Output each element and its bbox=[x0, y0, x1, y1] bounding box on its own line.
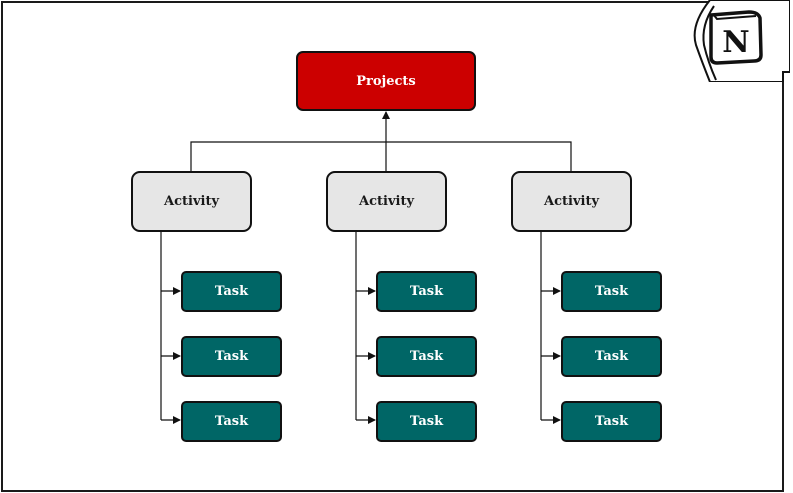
task-node-2-1: Task bbox=[376, 271, 477, 312]
activity-connector-1 bbox=[190, 141, 386, 171]
task-label: Task bbox=[214, 414, 249, 429]
task-label: Task bbox=[594, 414, 629, 429]
activity-node-1: Activity bbox=[131, 171, 252, 232]
task-node-3-1: Task bbox=[561, 271, 662, 312]
task-label: Task bbox=[594, 349, 629, 364]
activity-label-3: Activity bbox=[544, 194, 599, 209]
task-node-2-2: Task bbox=[376, 336, 477, 377]
activity-connector-3 bbox=[386, 141, 572, 171]
activity-label-2: Activity bbox=[359, 194, 414, 209]
task-node-1-3: Task bbox=[181, 401, 282, 442]
activity-label-1: Activity bbox=[164, 194, 219, 209]
task-node-3-2: Task bbox=[561, 336, 662, 377]
task-node-1-1: Task bbox=[181, 271, 282, 312]
task-node-1-2: Task bbox=[181, 336, 282, 377]
task-label: Task bbox=[214, 349, 249, 364]
projects-label: Projects bbox=[356, 73, 416, 89]
task-node-3-3: Task bbox=[561, 401, 662, 442]
activity-node-3: Activity bbox=[511, 171, 632, 232]
projects-node: Projects bbox=[296, 51, 476, 111]
task-label: Task bbox=[594, 284, 629, 299]
task-label: Task bbox=[409, 284, 444, 299]
task-label: Task bbox=[214, 284, 249, 299]
notion-logo-icon: N bbox=[693, 0, 790, 82]
task-label: Task bbox=[409, 349, 444, 364]
task-node-2-3: Task bbox=[376, 401, 477, 442]
activity-node-2: Activity bbox=[326, 171, 447, 232]
task-label: Task bbox=[409, 414, 444, 429]
notion-logo-letter: N bbox=[722, 25, 749, 60]
